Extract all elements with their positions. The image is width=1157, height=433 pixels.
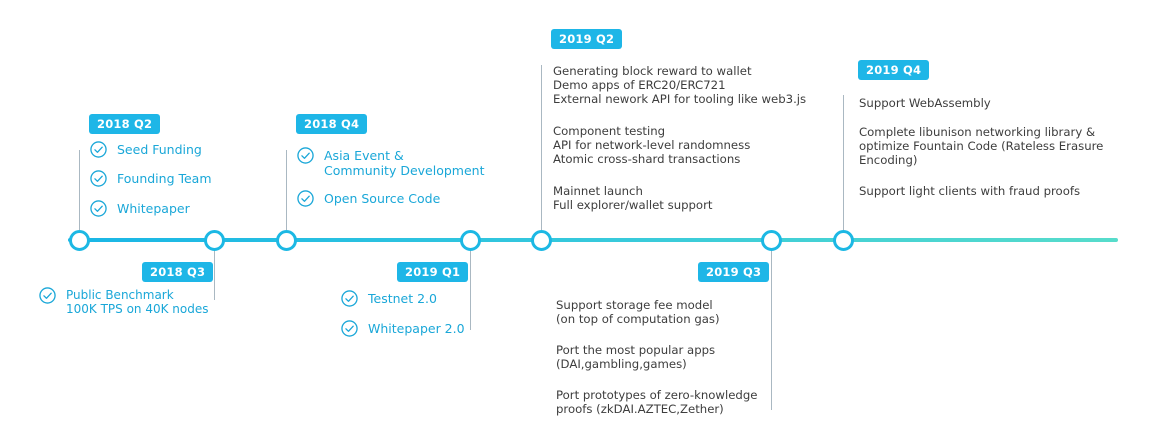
milestone-text: Support light clients with fraud proofs <box>859 184 1081 198</box>
milestone-item: Testnet 2.0 <box>341 290 437 307</box>
milestone-item: Public Benchmark 100K TPS on 40K nodes <box>39 287 209 316</box>
milestone-text: Generating block reward to wallet Demo a… <box>553 64 807 106</box>
badge-2018-q4: 2018 Q4 <box>296 114 368 134</box>
badge-2018-q3: 2018 Q3 <box>142 262 214 282</box>
timeline-node-2019-q3 <box>761 230 782 251</box>
timeline-node-2019-q1 <box>460 230 481 251</box>
milestone-item: Seed Funding <box>90 141 202 158</box>
milestone-text: Support WebAssembly <box>859 96 991 110</box>
milestone-item: Whitepaper <box>90 200 190 217</box>
milestone-text: Port the most popular apps (DAI,gambling… <box>556 343 716 371</box>
badge-2018-q2: 2018 Q2 <box>89 114 161 134</box>
check-circle-icon <box>90 141 107 158</box>
connector-2019-q1 <box>470 250 471 330</box>
check-circle-icon <box>39 287 56 304</box>
milestone-item: Asia Event & Community Development <box>297 147 485 178</box>
milestone-text: Mainnet launch Full explorer/wallet supp… <box>553 184 713 212</box>
badge-2019-q4: 2019 Q4 <box>858 60 930 80</box>
connector-2018-q4 <box>286 150 287 230</box>
badge-2019-q3: 2019 Q3 <box>698 262 770 282</box>
connector-2019-q3 <box>771 250 772 410</box>
milestone-text: Founding Team <box>117 171 212 186</box>
milestone-text: Testnet 2.0 <box>368 291 437 306</box>
milestone-item: Whitepaper 2.0 <box>341 320 465 337</box>
milestone-text: Complete libunison networking library & … <box>859 125 1104 167</box>
check-circle-icon <box>297 190 314 207</box>
connector-2019-q2 <box>541 65 542 230</box>
timeline-node-2018-q2 <box>69 230 90 251</box>
check-circle-icon <box>341 290 358 307</box>
milestone-text: Public Benchmark 100K TPS on 40K nodes <box>66 288 209 316</box>
milestone-text: Open Source Code <box>324 191 441 206</box>
badge-2019-q2: 2019 Q2 <box>551 29 623 49</box>
connector-2019-q4 <box>843 95 844 230</box>
milestone-text: Asia Event & Community Development <box>324 148 485 178</box>
milestone-text: Whitepaper 2.0 <box>368 321 465 336</box>
check-circle-icon <box>297 147 314 164</box>
connector-2018-q3 <box>214 250 215 300</box>
milestone-item: Open Source Code <box>297 190 441 207</box>
milestone-item: Founding Team <box>90 170 212 187</box>
timeline-node-2019-q2 <box>531 230 552 251</box>
milestone-text: Component testing API for network-level … <box>553 124 751 166</box>
badge-2019-q1: 2019 Q1 <box>397 262 469 282</box>
milestone-text: Seed Funding <box>117 142 202 157</box>
timeline-line <box>68 238 1118 242</box>
timeline-node-2018-q3 <box>204 230 225 251</box>
milestone-text: Whitepaper <box>117 201 190 216</box>
check-circle-icon <box>90 170 107 187</box>
timeline-node-2019-q4 <box>833 230 854 251</box>
check-circle-icon <box>341 320 358 337</box>
connector-2018-q2 <box>79 150 80 230</box>
milestone-text: Support storage fee model (on top of com… <box>556 298 720 326</box>
milestone-text: Port prototypes of zero-knowledge proofs… <box>556 388 758 416</box>
timeline-node-2018-q4 <box>276 230 297 251</box>
check-circle-icon <box>90 200 107 217</box>
